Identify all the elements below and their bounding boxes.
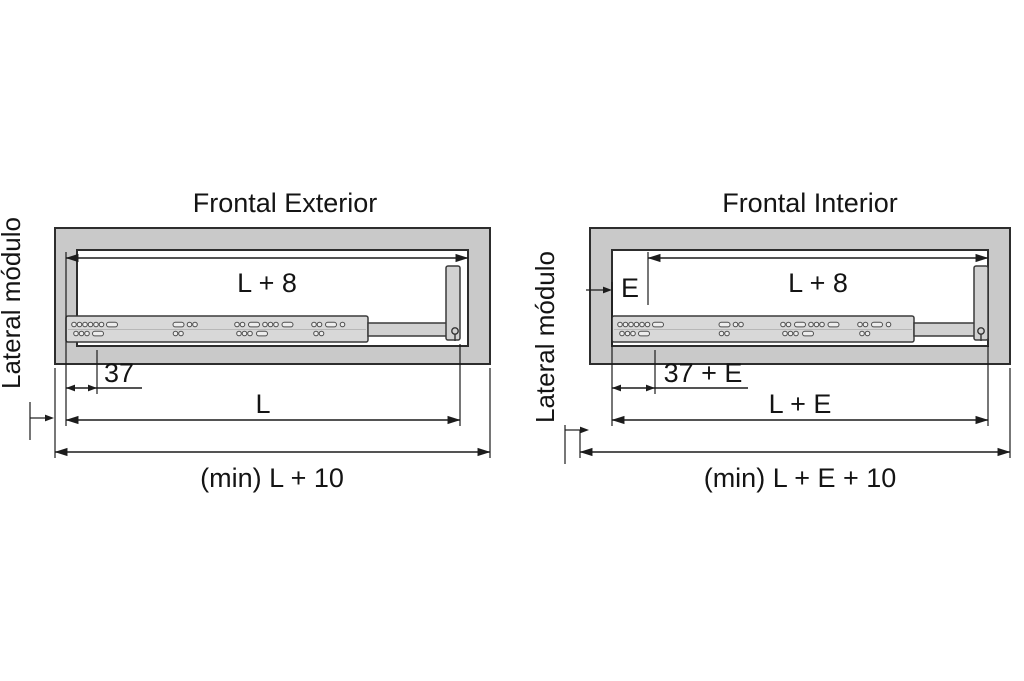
dim-label: E: [621, 273, 639, 303]
arrowhead: [66, 384, 75, 392]
side-label-pointer-left: [29, 402, 54, 440]
arrowhead: [88, 384, 97, 392]
dim-min-left: (min) L + 10: [54, 368, 491, 493]
front-bracket-left: [445, 265, 461, 341]
dim-l-plus-e-right: L + E: [611, 346, 989, 426]
dim-label: (min) L + E + 10: [704, 463, 897, 493]
dim-label: 37 + E: [664, 358, 743, 388]
dim-label: L: [255, 389, 270, 419]
dim-label: L + E: [769, 389, 832, 419]
arrowhead: [45, 414, 54, 422]
arrowhead: [603, 286, 612, 294]
slide-tongue-left: [367, 322, 449, 337]
dim-l-plus-8-right: L + 8: [647, 253, 989, 298]
side-label-lateral-modulo-left: Lateral módulo: [0, 217, 26, 389]
slide-body-left: [65, 315, 369, 343]
diagram-frontal-exterior: Frontal Exterior Lateral módulo L + 8: [0, 188, 491, 493]
dim-label: L + 8: [237, 268, 297, 298]
dim-label: L + 8: [788, 268, 848, 298]
side-label-lateral-modulo-right: Lateral módulo: [530, 251, 560, 423]
diagram-frontal-interior: Frontal Interior Lateral módulo E L + 8: [530, 188, 1011, 493]
dim-37-plus-e-right: 37 + E: [612, 350, 748, 394]
dim-37-left: 37: [66, 350, 142, 394]
arrowhead: [612, 384, 621, 392]
title-frontal-interior: Frontal Interior: [722, 188, 898, 218]
dim-label: 37: [104, 358, 134, 388]
arrowhead: [646, 384, 655, 392]
dim-label: (min) L + 10: [200, 463, 344, 493]
dim-min-right: (min) L + E + 10: [579, 368, 1011, 493]
drawer-slide-right: [611, 265, 989, 343]
side-label-pointer-right: [564, 425, 589, 464]
dim-l-plus-8-left: L + 8: [65, 252, 469, 426]
front-bracket-right: [973, 265, 989, 341]
arrowhead: [580, 426, 589, 434]
slide-tongue-right: [913, 322, 977, 337]
slide-body-right: [611, 315, 915, 343]
dim-l-left: L: [65, 344, 461, 426]
title-frontal-exterior: Frontal Exterior: [193, 188, 378, 218]
module-frame-left: [54, 227, 491, 365]
